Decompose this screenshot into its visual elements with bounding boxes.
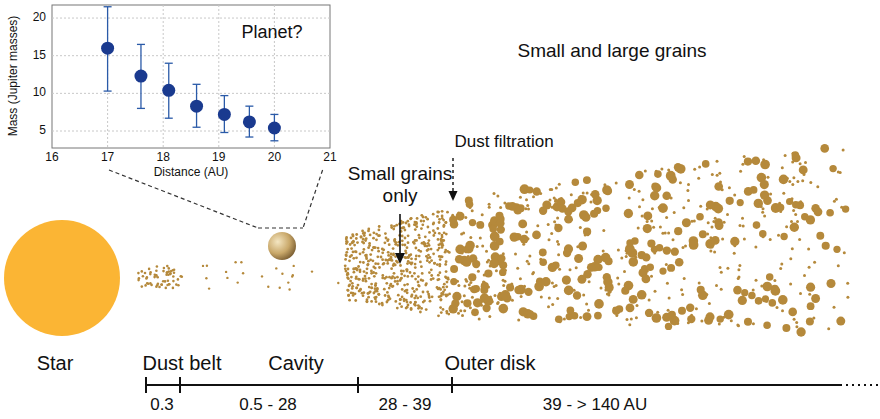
text-label: 0.3	[150, 395, 174, 415]
scale-axis-continuation	[846, 384, 878, 386]
planet	[268, 232, 296, 260]
zoom-line	[303, 170, 323, 228]
scale-tick	[179, 377, 181, 393]
text-label: 17	[101, 151, 114, 165]
star	[4, 220, 120, 336]
arrow-head	[449, 191, 458, 201]
arrow-head	[395, 253, 405, 264]
pointer-arrow	[399, 214, 401, 255]
scale-tick	[145, 377, 147, 393]
text-label: 5	[39, 124, 46, 138]
scale-tick	[451, 377, 453, 393]
plot-grid	[52, 5, 330, 148]
zoom-line	[258, 227, 303, 228]
text-label: Small and large grains	[517, 40, 706, 62]
text-label: 28 - 39	[379, 395, 432, 415]
text-label: Cavity	[268, 352, 324, 375]
text-label: Distance (AU)	[154, 166, 229, 180]
text-label: Mass (Jupiter masses)	[7, 16, 21, 137]
scale-tick	[357, 377, 359, 393]
dust-grains	[137, 144, 849, 337]
text-label: 39 - > 140 AU	[543, 395, 647, 415]
text-label: 16	[45, 151, 58, 165]
scale-axis	[145, 384, 842, 386]
text-label: 18	[157, 151, 170, 165]
pointer-arrow	[452, 158, 453, 193]
text-label: 15	[33, 49, 46, 63]
text-label: 10	[33, 86, 46, 100]
text-label: Small grains only	[343, 163, 458, 207]
text-label: Planet?	[241, 22, 302, 43]
text-label: Dust filtration	[454, 132, 553, 152]
text-label: 21	[323, 151, 336, 165]
text-label: 20	[268, 151, 281, 165]
text-label: 19	[212, 151, 225, 165]
plot-frame	[52, 5, 330, 148]
text-label: 20	[33, 11, 46, 25]
text-label: Star	[37, 352, 74, 375]
text-label: Dust belt	[143, 352, 222, 375]
text-label: 0.5 - 28	[239, 395, 297, 415]
text-label: Outer disk	[444, 352, 535, 375]
